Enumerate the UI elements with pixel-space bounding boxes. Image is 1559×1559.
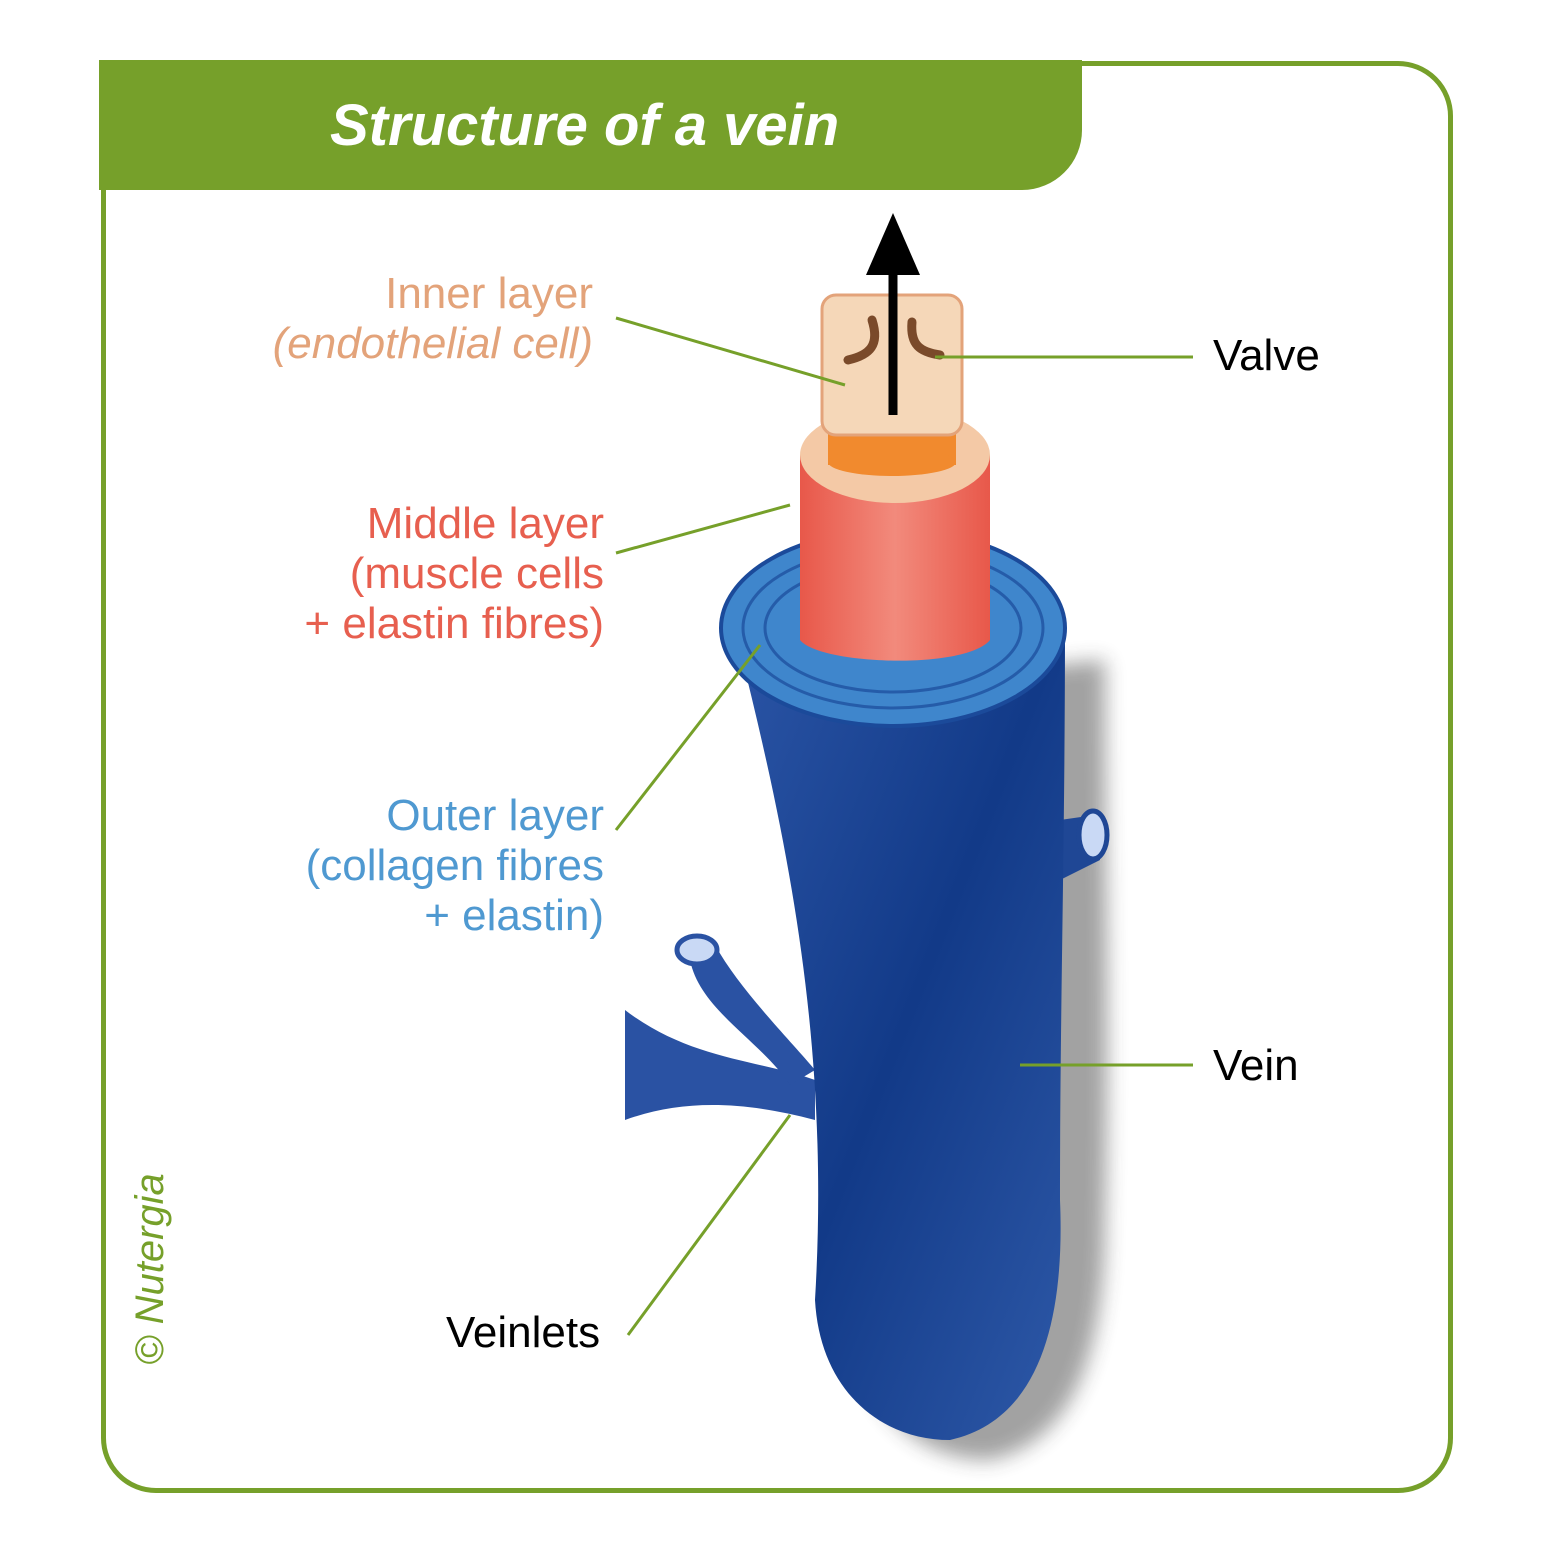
diagram-title: Structure of a vein	[330, 93, 840, 158]
inner-layer-sublabel: (endothelial cell)	[272, 319, 593, 368]
flow-arrow-head	[866, 213, 920, 275]
vein-body	[740, 620, 1065, 1440]
inner-layer-label: Inner layer	[385, 269, 593, 318]
veinlet-left-branch	[625, 1010, 815, 1120]
leader-lines	[614, 316, 1193, 1336]
middle-layer-label: Middle layer	[366, 499, 604, 548]
title-banner	[99, 60, 1082, 190]
veinlets-label: Veinlets	[446, 1308, 601, 1357]
middle-layer-sublabel-1: (muscle cells	[349, 549, 604, 598]
vein-label: Vein	[1213, 1041, 1299, 1090]
middle-layer-sublabel-2: + elastin fibres)	[304, 599, 604, 648]
copyright-notice: © Nutergia	[128, 1173, 172, 1365]
valve-label: Valve	[1213, 331, 1320, 380]
veinlet-opening-right	[1076, 808, 1110, 862]
outer-layer-sublabel-2: + elastin)	[424, 891, 604, 940]
outer-layer-label: Outer layer	[386, 791, 604, 840]
middle-layer-cylinder	[800, 455, 990, 661]
veinlet-upper-branch	[690, 945, 815, 1085]
valve-leaflet-right	[907, 317, 945, 360]
veinlet-opening-left	[674, 933, 720, 967]
outer-layer-sublabel-1: (collagen fibres	[305, 841, 604, 890]
valve-leaflet-left	[843, 315, 880, 365]
